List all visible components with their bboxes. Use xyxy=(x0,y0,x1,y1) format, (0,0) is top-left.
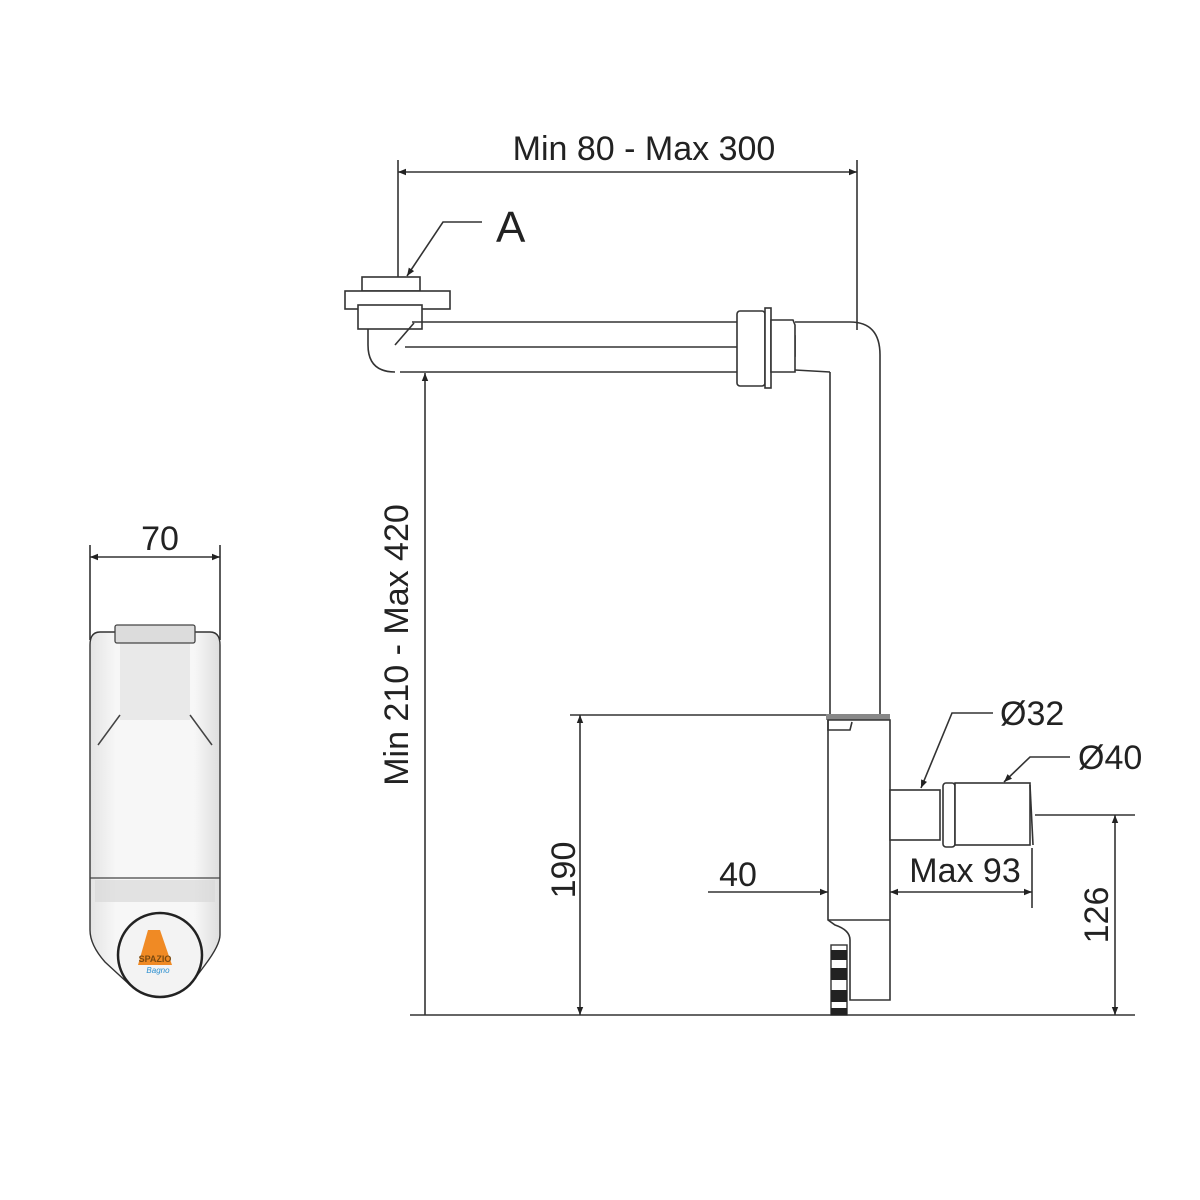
width-dimension-label: Min 80 - Max 300 xyxy=(513,130,776,168)
trap-body xyxy=(826,714,1034,1016)
side-view: 70 SPAZIO Bagno xyxy=(89,520,221,999)
trap-height-dimension: 190 xyxy=(545,714,826,1015)
outlet-length-label: Max 93 xyxy=(909,852,1021,890)
outlet-height-dimension: 126 xyxy=(1035,814,1135,1015)
callout-a-label: A xyxy=(496,203,526,252)
diameter-32-callout: Ø32 xyxy=(920,695,1064,789)
outlet-length-dimension: Max 93 xyxy=(890,848,1033,908)
outlet-height-label: 126 xyxy=(1078,887,1116,944)
offset-label: 40 xyxy=(719,856,757,894)
side-width-label: 70 xyxy=(141,520,179,558)
pipe-nut-elbow xyxy=(736,307,881,715)
diameter-32-label: Ø32 xyxy=(1000,695,1064,733)
inlet-fitting xyxy=(344,276,737,373)
diameter-40-label: Ø40 xyxy=(1078,739,1142,777)
svg-text:Bagno: Bagno xyxy=(146,966,170,975)
callout-a: A xyxy=(406,203,526,277)
diameter-40-callout: Ø40 xyxy=(1003,739,1142,783)
svg-text:SPAZIO: SPAZIO xyxy=(139,954,172,964)
drain-nut xyxy=(830,944,848,1016)
height-dimension: Min 210 - Max 420 xyxy=(378,373,429,1015)
width-dimension: Min 80 - Max 300 xyxy=(397,130,858,330)
height-dimension-label: Min 210 - Max 420 xyxy=(378,504,416,786)
offset-dimension: 40 xyxy=(708,856,828,896)
brand-logo: SPAZIO Bagno xyxy=(138,930,172,975)
trap-height-label: 190 xyxy=(545,842,583,899)
